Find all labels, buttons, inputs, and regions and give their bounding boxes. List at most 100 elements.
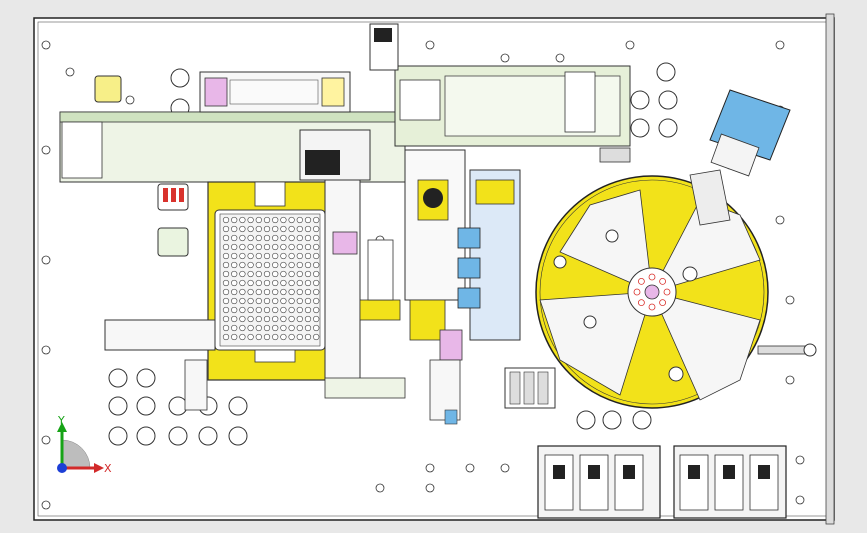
tray-pocket [304,252,312,260]
tray-pocket [296,297,303,305]
tray-pocket [239,333,246,341]
tray-pocket [231,306,238,314]
mounting-hole [65,67,75,77]
bottom-terminal-blocks [537,445,787,519]
tray-pocket [296,279,303,287]
tray-pocket [263,324,271,332]
rotary-hole [648,303,656,311]
tray-pocket [288,252,295,260]
tray-pocket [280,279,287,287]
tray-pocket [272,315,279,323]
tray-pocket [288,288,295,296]
tray-pocket [263,234,271,242]
tray-pocket [222,288,230,296]
tray-pocket [272,333,279,341]
tray-pocket [222,270,230,278]
tray-pocket [247,216,254,224]
large-hole [602,410,622,430]
tray-pocket [304,306,312,314]
tray-pocket [255,315,262,323]
mounting-hole [375,483,385,493]
tray-pocket [239,225,246,233]
tray-pocket [222,333,230,341]
tray-pocket [231,324,238,332]
tray-pocket [222,297,230,305]
large-hole [198,426,218,446]
tray-pocket [239,270,246,278]
tray-pocket [280,333,287,341]
tray-pocket [231,261,238,269]
rotary-hole [663,288,671,296]
tray-pocket [288,216,295,224]
tray-pocket [247,279,254,287]
tray-pocket [222,261,230,269]
mounting-holes [41,40,805,510]
tray-pocket [231,270,238,278]
large-hole [630,90,650,110]
tray-pocket [263,261,271,269]
terminal-screw [723,465,735,479]
tray-pocket [263,270,271,278]
tray-pocket [304,234,312,242]
tray-pocket [231,315,238,323]
tray-pocket [222,252,230,260]
mounting-hole [425,40,435,50]
tray-pocket [313,234,320,242]
tray-pocket [222,324,230,332]
tray-pocket [280,297,287,305]
tray-pocket [313,279,320,287]
large-hole [168,396,188,416]
tray-pocket [272,261,279,269]
tray-pocket [239,243,246,251]
rotary-hole [637,299,645,307]
tray-pocket [304,216,312,224]
tray-pocket [280,324,287,332]
large-hole [136,396,156,416]
large-hole [136,426,156,446]
large-hole [576,410,596,430]
tray-pocket [231,234,238,242]
tray-pocket [313,333,320,341]
tray-pocket [304,288,312,296]
terminal-slot [544,454,574,511]
tray-pocket [304,324,312,332]
tray-pocket [280,270,287,278]
tray-pocket [247,225,254,233]
tray-pocket [304,279,312,287]
rotary-hole [659,277,667,285]
tray-pocket [313,324,320,332]
tray-pocket [280,288,287,296]
tray-pocket [272,225,279,233]
tray-pocket [247,324,254,332]
tray-pocket [239,324,246,332]
central-mechanism [299,129,521,425]
pull-handle [757,343,817,357]
tray-pocket [247,252,254,260]
tray-pocket [263,297,271,305]
tray-pocket [280,216,287,224]
tray-pocket [288,234,295,242]
tray-pocket [296,234,303,242]
tray-pocket [280,315,287,323]
tray-pocket [231,243,238,251]
mounting-hole [785,295,795,305]
tray-pocket [288,315,295,323]
tray-pocket [304,225,312,233]
tray-pocket [313,270,320,278]
tray-pocket [288,279,295,287]
tray-pocket [280,234,287,242]
tray-pocket [288,324,295,332]
tray-pocket [313,216,320,224]
tray-pocket [296,306,303,314]
tray-pocket [272,234,279,242]
valve-block [504,367,556,409]
large-hole [658,118,678,138]
large-hole [658,90,678,110]
terminal-screw [588,465,600,479]
large-hole [630,118,650,138]
tray-pocket [239,279,246,287]
y-axis-label: Y [57,414,65,427]
tray-pocket [272,252,279,260]
tray-pocket [288,243,295,251]
